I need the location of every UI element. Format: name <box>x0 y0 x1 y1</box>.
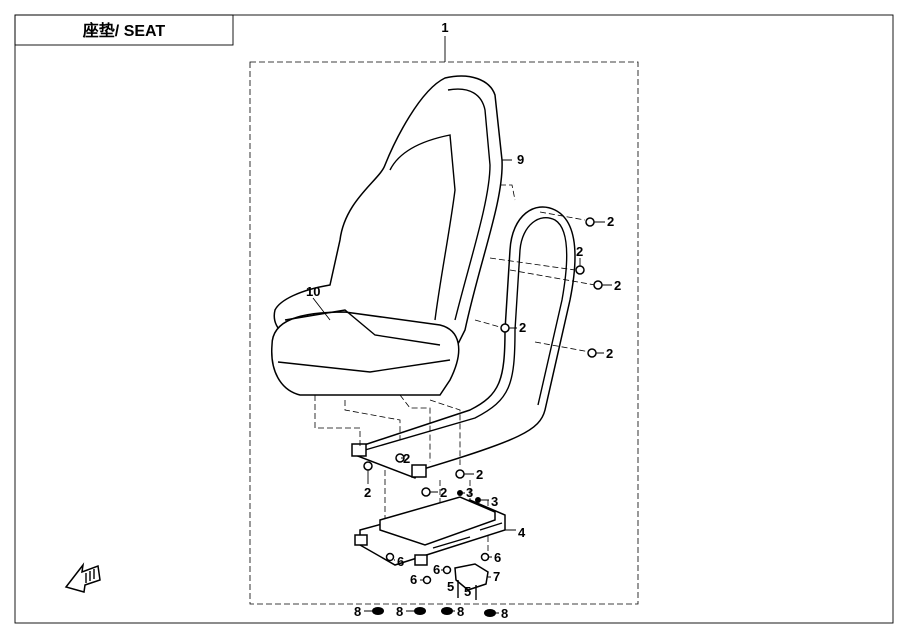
callout-labels: 1 9 2 2 2 2 2 10 2 2 2 2 3 3 4 6 6 6 6 7… <box>306 20 621 621</box>
callout-2: 2 <box>606 346 613 361</box>
callout-9: 9 <box>517 152 524 167</box>
callout-7: 7 <box>493 569 500 584</box>
callout-2: 2 <box>607 214 614 229</box>
callout-8: 8 <box>501 606 508 621</box>
seat-frame-rail <box>351 206 576 479</box>
front-direction-arrow-icon <box>64 562 101 593</box>
callout-2: 2 <box>440 485 447 500</box>
title-box <box>14 14 234 46</box>
callout-6: 6 <box>433 562 440 577</box>
callout-2: 2 <box>403 451 410 466</box>
callout-3: 3 <box>491 494 498 509</box>
callout-2: 2 <box>476 467 483 482</box>
callout-5: 5 <box>464 584 471 599</box>
seat-shell <box>271 75 503 396</box>
callout-8: 8 <box>396 604 403 619</box>
callout-2: 2 <box>614 278 621 293</box>
callout-2: 2 <box>364 485 371 500</box>
callout-4: 4 <box>518 525 526 540</box>
callout-6: 6 <box>410 572 417 587</box>
mounting-plate <box>354 496 506 566</box>
callout-8: 8 <box>457 604 464 619</box>
leader-lines <box>312 159 612 614</box>
page-border <box>14 14 894 624</box>
bracket-7 <box>454 563 489 591</box>
callout-1: 1 <box>441 20 448 35</box>
callout-8: 8 <box>354 604 361 619</box>
callout-5: 5 <box>447 579 454 594</box>
callout-10: 10 <box>306 284 320 299</box>
callout-2: 2 <box>576 244 583 259</box>
fasteners <box>363 217 603 617</box>
callout-6: 6 <box>494 550 501 565</box>
callout-3: 3 <box>466 485 473 500</box>
callout-2: 2 <box>519 320 526 335</box>
assembly-boundary <box>249 61 639 605</box>
callout-6: 6 <box>397 554 404 569</box>
diagram-title: 座垫/ SEAT <box>82 21 166 40</box>
